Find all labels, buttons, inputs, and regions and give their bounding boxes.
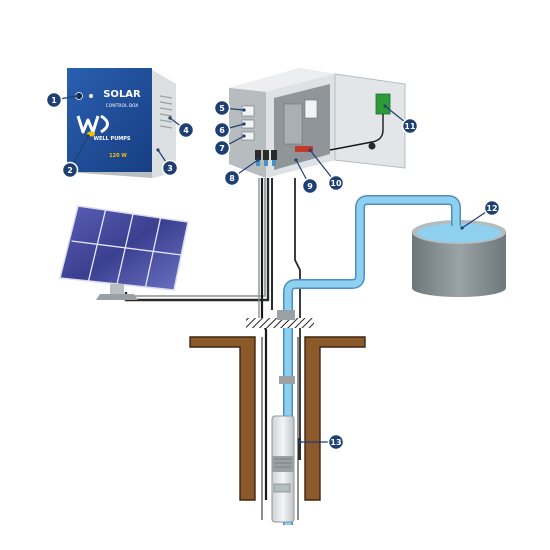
callout-leader-dot-12: [460, 226, 464, 230]
terminal-block: [295, 146, 313, 152]
callout-leader-dot-2: [86, 134, 90, 138]
callout-number: 7: [219, 144, 225, 153]
callout-leader-dot-5: [242, 108, 246, 112]
borehole-well: [189, 310, 366, 520]
callout-badge-6: 6: [213, 121, 231, 139]
box-brand-title: SOLAR: [103, 89, 141, 100]
callout-number: 13: [330, 438, 341, 447]
callout-badge-circle: [301, 177, 319, 195]
callout-badge-circle: [161, 159, 179, 177]
solar-control-box: SOLAR CONTROL BOX WELL PUMPS 120 W: [67, 68, 176, 178]
callout-badge-1: 1: [45, 91, 63, 109]
submersible-pump: [271, 415, 301, 523]
callout-badge-5: 5: [213, 99, 231, 117]
callout-badge-circle: [327, 433, 345, 451]
water-pipe: [283, 195, 461, 525]
callout-leader-dot-11: [383, 104, 387, 108]
callout-number: 6: [219, 126, 225, 135]
callout-badge-9: 9: [301, 177, 319, 195]
box-logo-text: WELL PUMPS: [93, 136, 130, 142]
door-lock-icon: [368, 142, 376, 150]
callout-leader-dot-7: [242, 134, 246, 138]
callout-badge-3: 3: [161, 159, 179, 177]
callout-leader-dot-6: [242, 122, 246, 126]
callout-leader-dot-10: [308, 148, 312, 152]
callout-number: 1: [51, 96, 57, 105]
soil-left: [189, 336, 256, 501]
sensor-cable: [294, 178, 301, 440]
callout-badge-13: 13: [327, 433, 345, 451]
callout-leader-dot-3: [156, 148, 160, 152]
callout-badge-12: 12: [483, 199, 501, 217]
callout-number: 9: [307, 182, 313, 191]
callout-badge-circle: [213, 121, 231, 139]
water-tank: [412, 220, 506, 297]
callout-number: 12: [486, 204, 497, 213]
callout-badge-10: 10: [327, 174, 345, 192]
soil-right: [304, 336, 366, 501]
callout-number: 4: [183, 126, 189, 135]
callout-number: 3: [167, 164, 173, 173]
wellpumps-logo-icon: [76, 114, 109, 134]
callout-badge-circle: [177, 121, 195, 139]
relay-module: [375, 93, 391, 115]
callout-number: 10: [330, 179, 342, 188]
callout-badge-circle: [223, 169, 241, 187]
callout-badge-7: 7: [213, 139, 231, 157]
callout-leader-dot-1: [75, 94, 79, 98]
callout-badge-11: 11: [401, 117, 419, 135]
callout-badge-4: 4: [177, 121, 195, 139]
callout-leader-dot-9: [294, 158, 298, 162]
callout-badge-circle: [327, 174, 345, 192]
callout-badge-2: 2: [61, 161, 79, 179]
callout-badge-8: 8: [223, 169, 241, 187]
callout-number: 11: [404, 122, 416, 131]
solar-panel: [59, 205, 189, 300]
box-rating-label: 120 W: [109, 153, 127, 159]
box-brand-subtitle: CONTROL BOX: [106, 103, 139, 109]
callout-leader-dot-13: [298, 440, 302, 444]
callout-badge-circle: [213, 99, 231, 117]
breaker: [304, 99, 318, 119]
callout-badge-circle: [61, 161, 79, 179]
callout-number: 5: [219, 104, 225, 113]
callout-badge-circle: [45, 91, 63, 109]
callout-number: 8: [229, 174, 235, 183]
callout-number: 2: [67, 166, 73, 175]
well-cap: [246, 318, 314, 328]
inner-module: [283, 103, 303, 145]
callout-leader-dot-8: [256, 158, 260, 162]
callout-badge-circle: [401, 117, 419, 135]
callout-badge-circle: [483, 199, 501, 217]
callout-badge-circle: [213, 139, 231, 157]
callout-leader-dot-4: [168, 116, 172, 120]
level-sensor: [298, 438, 301, 460]
